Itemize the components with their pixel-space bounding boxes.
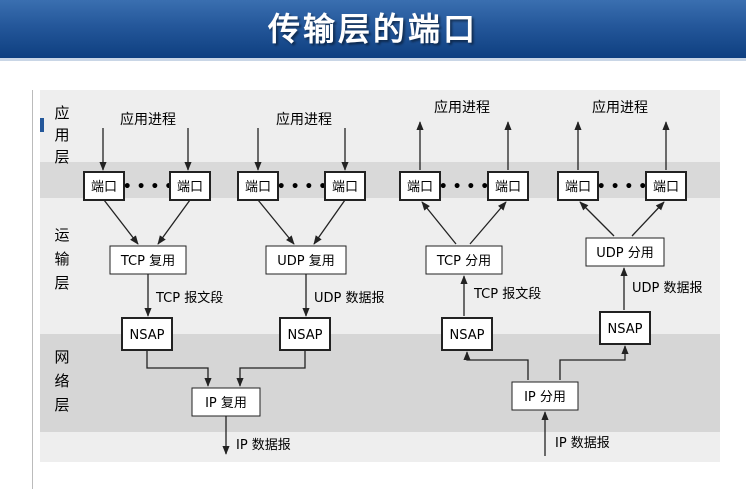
nsap-label: NSAP bbox=[450, 328, 485, 343]
tcp-demux-group: 应用进程 端口 • • • • 端口 TCP 分用 TCP 报文段 NSAP bbox=[399, 99, 541, 351]
ellipsis-dots: • • • • bbox=[277, 179, 327, 195]
tcp-demux-label: TCP 分用 bbox=[436, 254, 491, 269]
ip-mux-label: IP 复用 bbox=[205, 396, 247, 411]
port-box bbox=[487, 171, 529, 201]
ip-mux-box bbox=[191, 387, 261, 417]
app-process-label: 应用进程 bbox=[434, 99, 490, 116]
ip-demux-label: IP 分用 bbox=[524, 390, 566, 405]
udp-mux-group: 应用进程 端口 • • • • 端口 UDP 复用 UDP 数据报 NSAP bbox=[237, 111, 385, 351]
ellipsis-dots: • • • • bbox=[597, 179, 647, 195]
nsap-box bbox=[441, 317, 493, 351]
port-label: 端口 bbox=[91, 180, 117, 195]
layer-label-transport-2: 输 bbox=[54, 250, 69, 268]
ip-demux-group: IP 分用 IP 数据报 bbox=[463, 345, 629, 456]
port-box bbox=[237, 171, 279, 201]
udp-datagram-label: UDP 数据报 bbox=[632, 281, 703, 296]
port-label: 端口 bbox=[332, 180, 358, 195]
tcp-segment-label: TCP 报文段 bbox=[155, 291, 223, 306]
tcp-mux-group: 应用进程 端口 • • • • 端口 TCP 复用 TCP 报文段 NSAP bbox=[83, 111, 223, 351]
udp-demux-group: 应用进程 端口 • • • • 端口 UDP 分用 UDP 数据报 NSAP bbox=[557, 99, 703, 345]
nsap-box bbox=[121, 317, 173, 351]
tcp-segment-label: TCP 报文段 bbox=[473, 287, 541, 302]
ellipsis-dots: • • • • bbox=[123, 179, 173, 195]
ellipsis-dots: • • • • bbox=[439, 179, 489, 195]
layer-label-transport-1: 运 bbox=[54, 226, 69, 244]
nsap-label: NSAP bbox=[130, 328, 165, 343]
ip-mux-group: IP 复用 IP 数据报 bbox=[146, 350, 306, 455]
nsap-box bbox=[279, 317, 331, 351]
port-box bbox=[645, 171, 687, 201]
port-label: 端口 bbox=[653, 180, 679, 195]
udp-demux-label: UDP 分用 bbox=[596, 246, 654, 261]
port-label: 端口 bbox=[565, 180, 591, 195]
app-process-label: 应用进程 bbox=[276, 111, 332, 128]
nsap-label: NSAP bbox=[288, 328, 323, 343]
port-box bbox=[83, 171, 125, 201]
app-process-label: 应用进程 bbox=[120, 111, 176, 128]
port-box bbox=[557, 171, 599, 201]
layer-label-application-1: 应 bbox=[54, 104, 69, 122]
port-label: 端口 bbox=[177, 180, 203, 195]
layer-label-transport-3: 层 bbox=[54, 274, 69, 292]
layer-label-network-3: 层 bbox=[54, 396, 69, 414]
slide-bullet-marker bbox=[40, 118, 44, 132]
layer-label-application-2: 用 bbox=[54, 126, 69, 144]
port-label: 端口 bbox=[245, 180, 271, 195]
port-label: 端口 bbox=[495, 180, 521, 195]
udp-mux-box bbox=[265, 245, 347, 275]
app-process-label: 应用进程 bbox=[592, 99, 648, 116]
tcp-mux-label: TCP 复用 bbox=[120, 254, 175, 269]
udp-datagram-label: UDP 数据报 bbox=[314, 291, 385, 306]
slide-title: 传输层的端口 bbox=[267, 10, 478, 48]
ip-datagram-in-label: IP 数据报 bbox=[555, 436, 610, 451]
title-bar bbox=[0, 0, 746, 61]
port-label: 端口 bbox=[407, 180, 433, 195]
layer-label-application-3: 层 bbox=[54, 148, 69, 166]
tcp-demux-box bbox=[425, 245, 503, 275]
port-box bbox=[169, 171, 211, 201]
layer-label-network-2: 络 bbox=[54, 372, 69, 390]
layer-label-network-1: 网 bbox=[54, 348, 69, 366]
slide-divider bbox=[32, 90, 33, 489]
nsap-label: NSAP bbox=[608, 322, 643, 337]
udp-demux-box bbox=[585, 237, 665, 267]
application-layer-band bbox=[40, 162, 720, 198]
ip-datagram-out-label: IP 数据报 bbox=[236, 438, 291, 453]
port-box bbox=[399, 171, 441, 201]
ip-demux-box bbox=[511, 381, 579, 411]
udp-mux-label: UDP 复用 bbox=[277, 254, 335, 269]
tcp-mux-box bbox=[109, 245, 187, 275]
nsap-box bbox=[599, 311, 651, 345]
